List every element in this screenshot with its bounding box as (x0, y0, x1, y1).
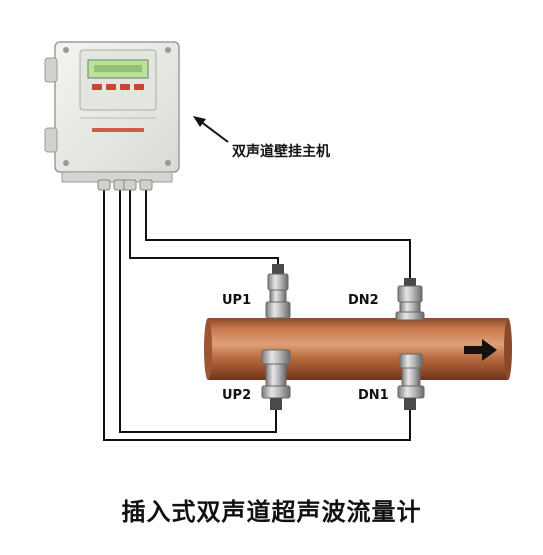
transducer-dn1 (397, 353, 425, 410)
cable-glands (97, 179, 153, 191)
keypad (92, 84, 144, 90)
wall-mount-host (44, 41, 180, 191)
wire-dn1 (103, 190, 411, 441)
right-arrow-icon (464, 339, 497, 361)
host-front-panel (79, 49, 157, 111)
transducer-up1 (265, 264, 291, 319)
transducer-dn2 (395, 278, 425, 321)
dn1-label: DN1 (358, 388, 389, 403)
up1-label: UP1 (222, 293, 252, 308)
transducer-up2 (261, 349, 291, 410)
wire-up2 (119, 190, 277, 433)
up2-label: UP2 (222, 388, 252, 403)
signal-wires (103, 190, 411, 441)
host-unit-label: 双声道壁挂主机 (232, 144, 330, 160)
diagram-caption: 插入式双声道超声波流量计 (121, 498, 422, 526)
pointer-arrow-icon (193, 116, 229, 143)
wire-dn2 (145, 190, 411, 282)
pipe (204, 318, 512, 380)
wire-up1 (129, 190, 279, 268)
dn2-label: DN2 (348, 293, 379, 308)
